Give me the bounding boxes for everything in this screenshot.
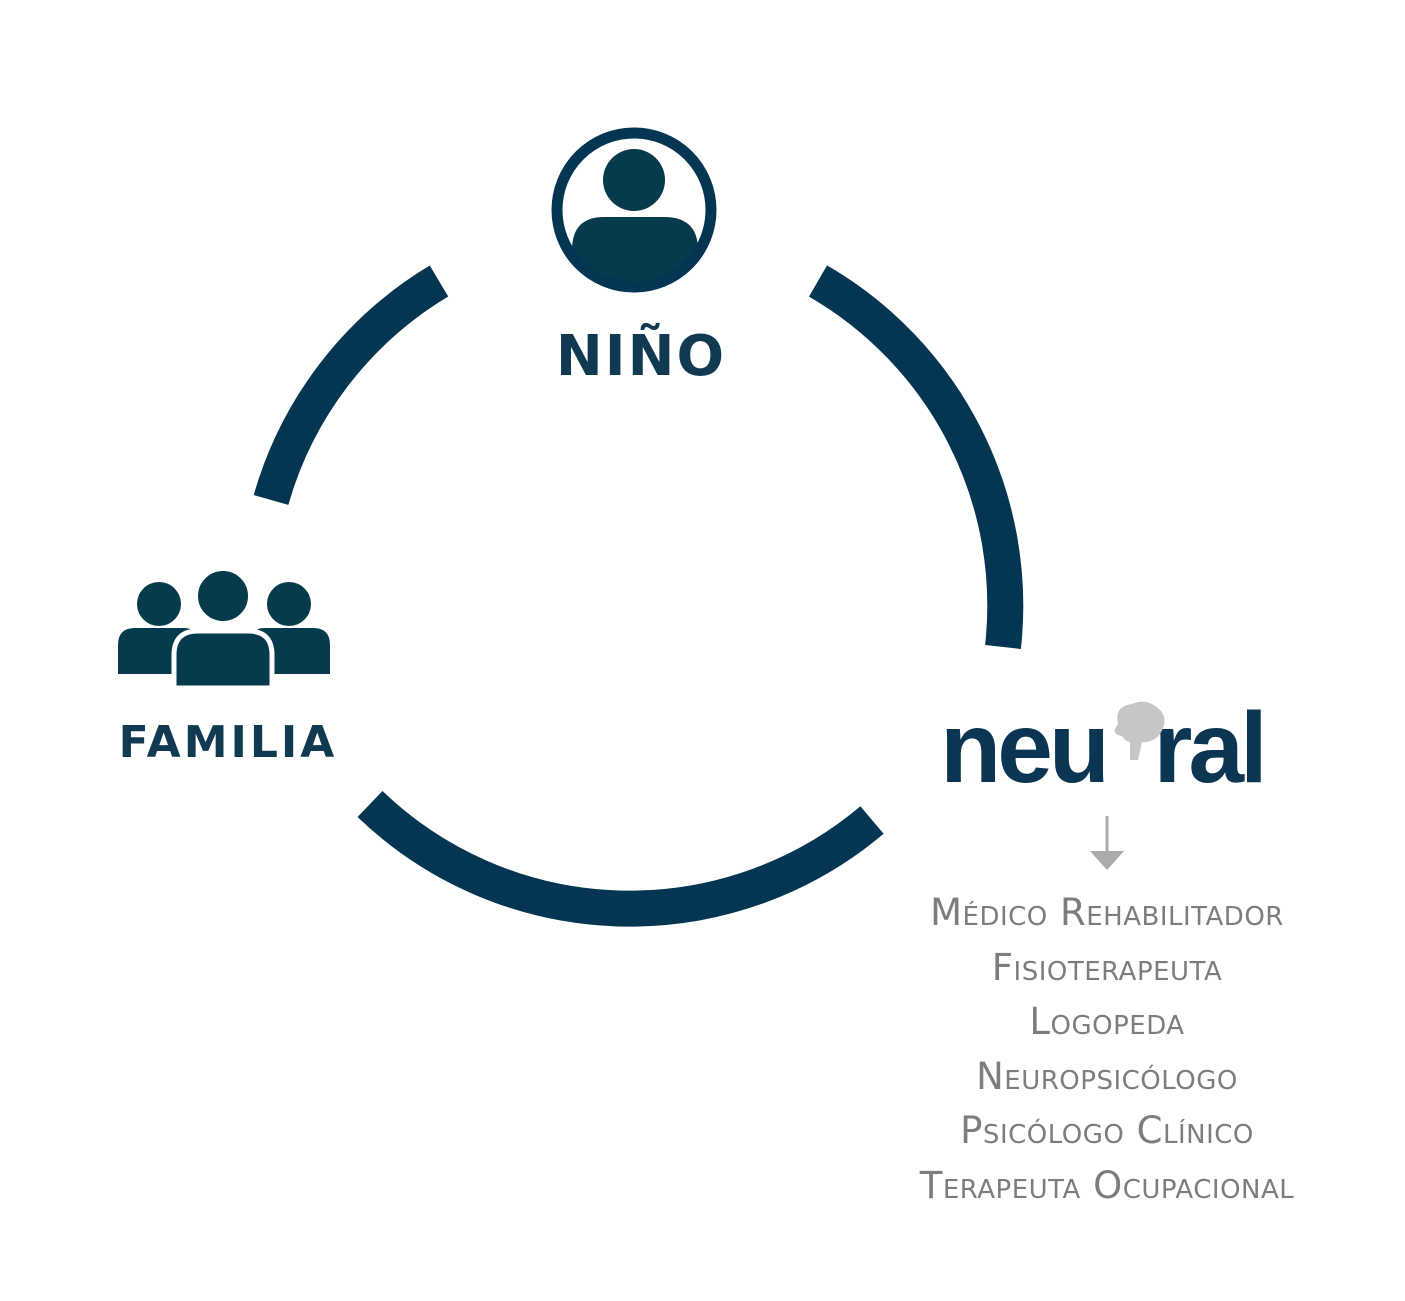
provider-logo: neu ral xyxy=(940,692,1268,804)
roles-list: Médico Rehabilitador Fisioterapeuta Logo… xyxy=(900,886,1314,1213)
ring-arc-bottom xyxy=(357,791,884,927)
down-arrow-icon xyxy=(1090,816,1124,870)
ring-arc-right xyxy=(808,265,1024,649)
child-label: NIÑO xyxy=(556,324,726,389)
cycle-ring xyxy=(253,265,1024,927)
brain-icon xyxy=(1114,701,1165,760)
group-icon xyxy=(118,567,330,691)
role-item: Logopeda xyxy=(1029,1000,1185,1043)
family-label: FAMILIA xyxy=(119,717,338,768)
role-item: Terapeuta Ocupacional xyxy=(919,1163,1295,1207)
role-item: Médico Rehabilitador xyxy=(930,891,1284,934)
role-item: Fisioterapeuta xyxy=(991,945,1223,989)
ring-arc-top-left xyxy=(253,265,449,506)
person-circle-icon xyxy=(551,127,717,293)
role-item: Neuropsicólogo xyxy=(976,1054,1238,1098)
role-item: Psicólogo Clínico xyxy=(960,1109,1254,1152)
provider-logo-text: neu ral xyxy=(940,692,1264,804)
